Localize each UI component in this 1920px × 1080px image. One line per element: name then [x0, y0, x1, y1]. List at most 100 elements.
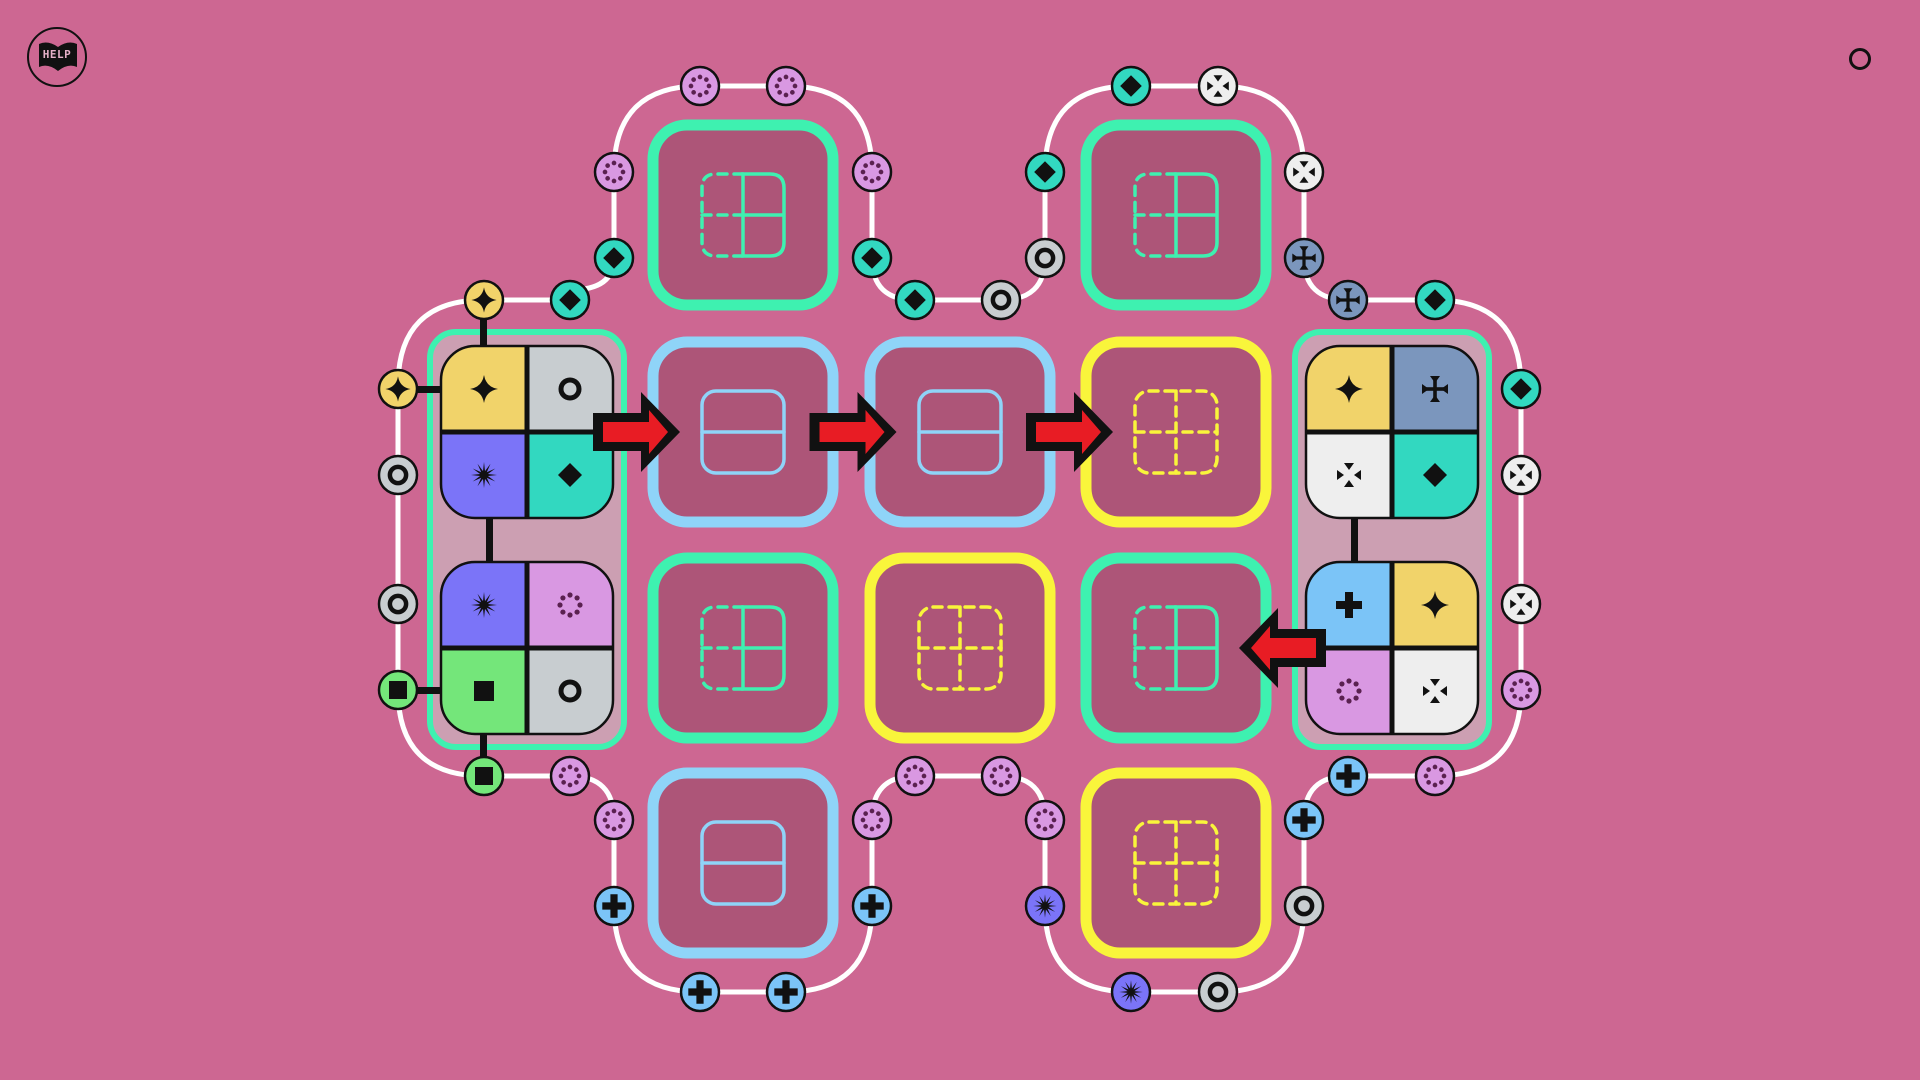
node-diamond[interactable] [1500, 368, 1542, 410]
pattern-horizontal [700, 820, 786, 906]
node-ring[interactable] [1024, 237, 1066, 279]
nodes-bottom-right-arc [1024, 799, 1325, 1013]
cross-glyph [774, 980, 798, 1004]
node-flower[interactable] [593, 799, 635, 841]
flower-glyph [774, 74, 798, 98]
node-diamond[interactable] [1024, 151, 1066, 193]
piece-block[interactable] [439, 344, 615, 520]
node-square[interactable] [463, 755, 505, 797]
node-star4[interactable] [463, 279, 505, 321]
node-flower[interactable] [1024, 799, 1066, 841]
slot-top-left[interactable] [647, 119, 839, 311]
piece-block[interactable] [1304, 560, 1480, 736]
node-diamond[interactable] [894, 279, 936, 321]
node-arrows-in[interactable] [1500, 454, 1542, 496]
node-flower[interactable] [765, 65, 807, 107]
node-ring[interactable] [377, 583, 419, 625]
node-diamond[interactable] [1414, 279, 1456, 321]
flower-glyph [860, 160, 884, 184]
nodes-left-panel-top [463, 279, 591, 321]
nodes-top-right-arc [1024, 65, 1325, 279]
star-glyph [1335, 375, 1363, 403]
node-flower[interactable] [679, 65, 721, 107]
node-cross-pattee[interactable] [1283, 237, 1325, 279]
node-cross[interactable] [1327, 755, 1369, 797]
flower-glyph [557, 592, 583, 618]
node-flower[interactable] [851, 151, 893, 193]
slot-top-right[interactable] [1080, 119, 1272, 311]
arrows-in-glyph [1207, 75, 1229, 97]
arrow-mid-2-to-mid-3 [1026, 392, 1113, 472]
diamond-glyph [1034, 161, 1056, 183]
node-burst[interactable] [1110, 971, 1152, 1013]
node-cross-pattee[interactable] [1327, 279, 1369, 321]
ring-glyph [558, 377, 582, 401]
node-ring[interactable] [377, 454, 419, 496]
pattern-half-split [1133, 605, 1219, 691]
node-flower[interactable] [593, 151, 635, 193]
node-diamond[interactable] [549, 279, 591, 321]
node-ring[interactable] [1283, 885, 1325, 927]
nodes-top-left-arc [593, 65, 893, 279]
node-flower[interactable] [980, 755, 1022, 797]
node-flower[interactable] [549, 755, 591, 797]
help-button[interactable]: HELP [27, 27, 87, 87]
cross-glyph [1292, 808, 1316, 832]
wires [395, 83, 1524, 995]
pattern-dashed-quad [917, 605, 1003, 691]
quadrant-arrows-in [1306, 432, 1392, 518]
pattern-horizontal [700, 389, 786, 475]
node-flower[interactable] [894, 755, 936, 797]
node-flower[interactable] [1500, 669, 1542, 711]
flower-glyph [1336, 678, 1362, 704]
flower-glyph [903, 764, 927, 788]
node-diamond[interactable] [1110, 65, 1152, 107]
ring-glyph [558, 679, 582, 703]
wire-bottom [569, 773, 1349, 995]
diamond-glyph [1423, 463, 1447, 487]
stub [398, 687, 442, 694]
node-cross[interactable] [851, 885, 893, 927]
circle-menu-icon[interactable] [1849, 48, 1871, 70]
node-cross[interactable] [593, 885, 635, 927]
node-cross[interactable] [1283, 799, 1325, 841]
stub [398, 386, 442, 393]
nodes-middle-bottom-bridge [894, 755, 1022, 797]
piece-block[interactable] [1304, 344, 1480, 520]
slot-mid-2[interactable] [864, 336, 1056, 528]
node-ring[interactable] [1197, 971, 1239, 1013]
flower-glyph [989, 764, 1013, 788]
node-arrows-in[interactable] [1500, 583, 1542, 625]
pattern-half-split [700, 605, 786, 691]
flower-glyph [688, 74, 712, 98]
burst-glyph [471, 462, 497, 488]
slot-low-2[interactable] [864, 552, 1056, 744]
node-flower[interactable] [1414, 755, 1456, 797]
star-glyph [1421, 591, 1449, 619]
arrows-in-glyph [1337, 463, 1361, 487]
node-arrows-in[interactable] [1283, 151, 1325, 193]
slot-low-1[interactable] [647, 552, 839, 744]
node-flower[interactable] [851, 799, 893, 841]
node-ring[interactable] [980, 279, 1022, 321]
node-burst[interactable] [1024, 885, 1066, 927]
nodes-right-panel-top [1327, 279, 1456, 321]
square-glyph [474, 681, 494, 701]
node-star4[interactable] [377, 368, 419, 410]
piece-block[interactable] [439, 560, 615, 736]
slot-bottom-left[interactable] [647, 767, 839, 959]
ring-glyph [1207, 981, 1229, 1003]
node-arrows-in[interactable] [1197, 65, 1239, 107]
quadrant-flower [527, 562, 613, 648]
ring-glyph [1034, 247, 1056, 269]
flower-glyph [1423, 764, 1447, 788]
ring-glyph [387, 464, 409, 486]
node-square[interactable] [377, 669, 419, 711]
node-cross[interactable] [765, 971, 807, 1013]
node-diamond[interactable] [851, 237, 893, 279]
flower-glyph [602, 160, 626, 184]
node-diamond[interactable] [593, 237, 635, 279]
node-cross[interactable] [679, 971, 721, 1013]
cross-glyph [1336, 764, 1360, 788]
slot-bottom-right[interactable] [1080, 767, 1272, 959]
